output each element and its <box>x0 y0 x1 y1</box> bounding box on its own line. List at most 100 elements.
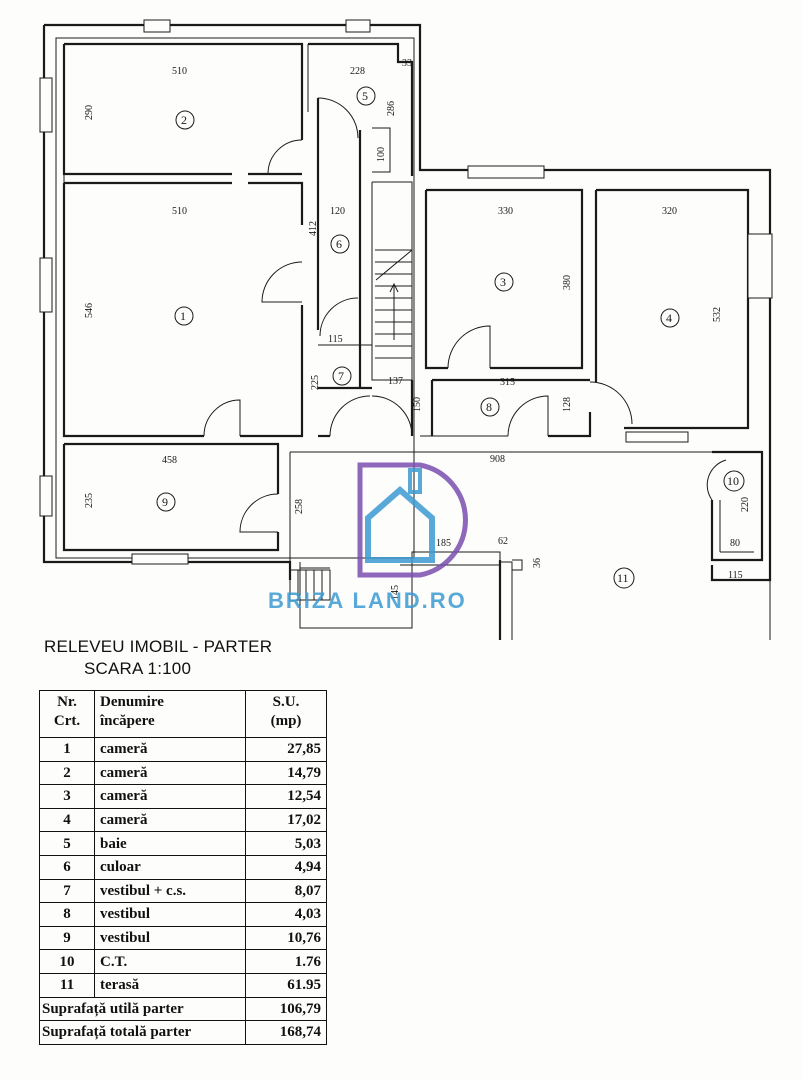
dim-label: 33 <box>402 58 412 69</box>
cell-name: C.T. <box>94 949 246 974</box>
dim-label: 510 <box>172 66 187 77</box>
cell-nr: 5 <box>39 831 95 856</box>
cell-name: baie <box>94 831 246 856</box>
watermark-text: BRIZA LAND.RO <box>268 588 467 613</box>
total-label: Suprafață totală parter <box>39 1020 246 1045</box>
dim-label: 115 <box>328 334 343 345</box>
cell-name: terasă <box>94 972 246 998</box>
staircase <box>375 249 413 359</box>
room-number-1: 1 <box>180 309 186 323</box>
cell-nr: 7 <box>39 878 95 904</box>
cell-name: vestibul + c.s. <box>94 878 246 904</box>
cell-name: cameră <box>94 737 246 762</box>
cell-name: cameră <box>94 784 246 809</box>
windows <box>39 19 773 565</box>
dim-label: 80 <box>730 538 740 549</box>
cell-name: cameră <box>94 760 246 786</box>
room-10-outline <box>710 450 764 562</box>
room-number-10: 10 <box>727 474 739 488</box>
cell-area: 4,03 <box>245 902 327 927</box>
cell-nr: 2 <box>39 760 95 786</box>
cell-area: 12,54 <box>245 784 327 809</box>
room-number-7: 7 <box>338 369 344 383</box>
dim-label: 546 <box>84 303 95 318</box>
dim-label: 258 <box>294 499 305 514</box>
cell-area: 17,02 <box>245 807 327 833</box>
room-4-outline <box>594 188 750 430</box>
room-number-4: 4 <box>666 311 672 325</box>
cell-area: 61.95 <box>245 972 327 998</box>
dim-label: 220 <box>740 497 751 512</box>
room-5-outline <box>307 42 414 176</box>
room-number-11: 11 <box>617 571 629 585</box>
cell-nr: 9 <box>39 925 95 951</box>
dim-label: 185 <box>436 538 451 549</box>
dim-label: 115 <box>728 570 743 581</box>
cell-area: 5,03 <box>245 831 327 856</box>
total-value: 106,79 <box>245 996 327 1022</box>
room-number-markers: 2 5 6 1 3 4 7 8 9 10 11 <box>156 86 745 589</box>
cell-nr: 6 <box>39 854 95 880</box>
room-9-outline <box>62 442 280 552</box>
dim-label: 315 <box>500 377 515 388</box>
cell-area: 4,94 <box>245 854 327 880</box>
room-number-3: 3 <box>500 275 506 289</box>
room-3-outline <box>424 188 584 370</box>
dim-label: 120 <box>330 206 345 217</box>
dim-label: 235 <box>84 493 95 508</box>
cell-name: vestibul <box>94 925 246 951</box>
dim-label: 286 <box>386 101 397 116</box>
dim-label: 290 <box>84 105 95 120</box>
room-number-9: 9 <box>162 495 168 509</box>
dim-label: 458 <box>162 455 177 466</box>
plan-title-scale: SCARA 1:100 <box>84 659 192 678</box>
header-su: S.U.(mp) <box>245 690 327 738</box>
dimension-labels: 510 228 33 290 286 100 510 120 412 546 1… <box>84 58 751 600</box>
dim-label: 908 <box>490 454 505 465</box>
dim-label: 150 <box>412 397 423 412</box>
dim-label: 62 <box>498 536 508 547</box>
cell-nr: 11 <box>39 972 95 998</box>
dim-label: 128 <box>562 397 573 412</box>
room-7-8-outline <box>318 378 592 438</box>
cell-area: 14,79 <box>245 760 327 786</box>
total-value: 168,74 <box>245 1020 327 1045</box>
cell-nr: 8 <box>39 902 95 927</box>
watermark-logo-icon <box>357 462 468 578</box>
cell-name: vestibul <box>94 902 246 927</box>
room-number-5: 5 <box>362 89 368 103</box>
room-number-6: 6 <box>336 237 342 251</box>
dim-label: 228 <box>350 66 365 77</box>
room-11-terrace-outline <box>289 451 771 640</box>
cell-name: cameră <box>94 807 246 833</box>
dim-label: 100 <box>376 147 387 162</box>
cell-name: culoar <box>94 854 246 880</box>
cell-nr: 1 <box>39 737 95 762</box>
cell-nr: 4 <box>39 807 95 833</box>
dim-label: 330 <box>498 206 513 217</box>
room-2-outline <box>62 42 304 225</box>
room-number-2: 2 <box>181 113 187 127</box>
dim-label: 510 <box>172 206 187 217</box>
total-label: Suprafață utilă parter <box>39 996 246 1022</box>
dim-label: 145 <box>390 585 401 600</box>
cell-area: 27,85 <box>245 737 327 762</box>
dim-label: 225 <box>310 375 321 390</box>
cell-area: 1.76 <box>245 949 327 974</box>
dim-label: 320 <box>662 206 677 217</box>
room-1-outline <box>62 183 304 438</box>
plan-title: RELEVEU IMOBIL - PARTER SCARA 1:100 <box>44 636 272 680</box>
cell-nr: 3 <box>39 784 95 809</box>
